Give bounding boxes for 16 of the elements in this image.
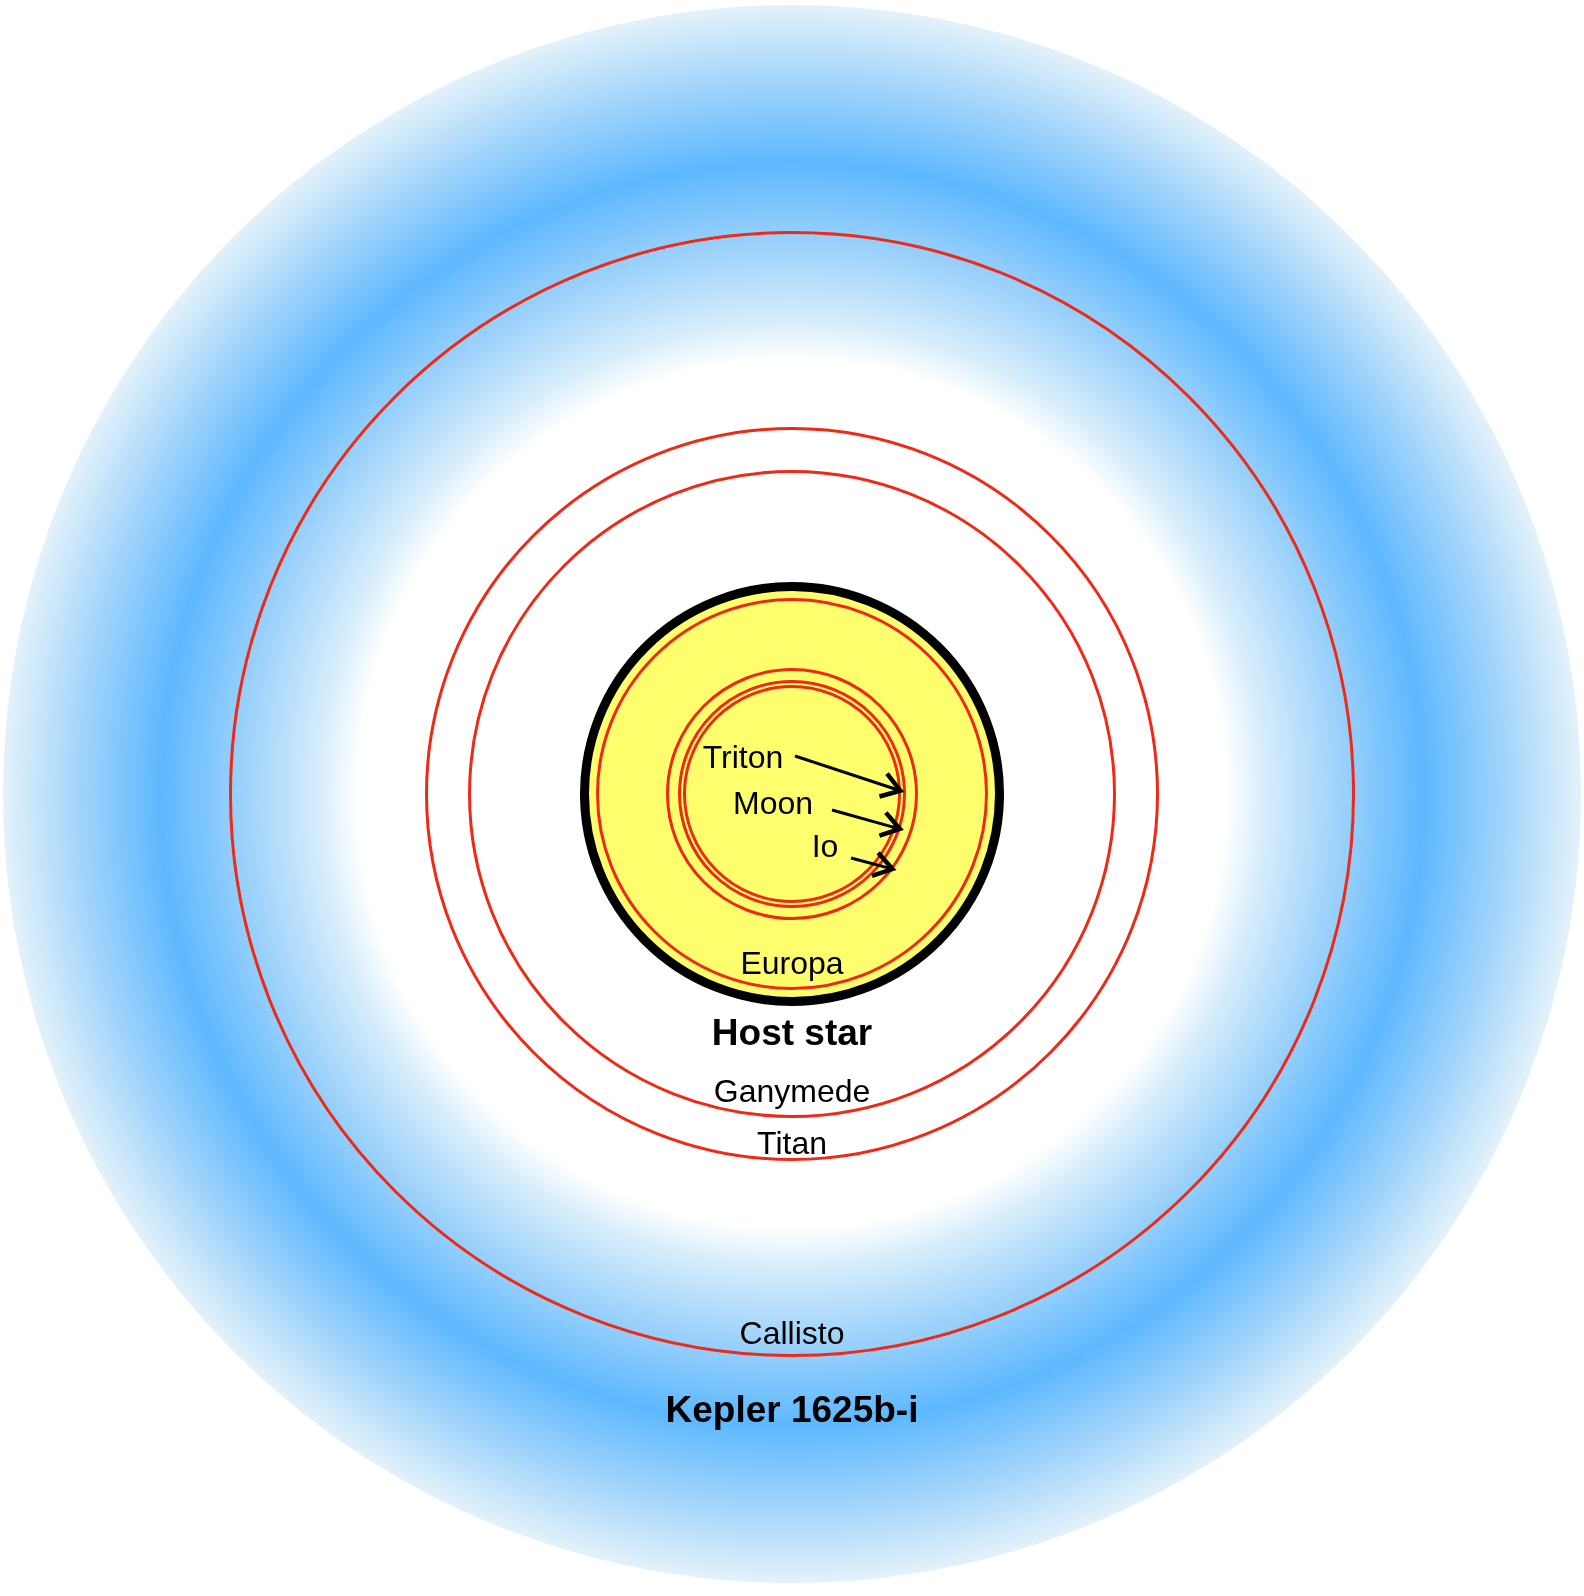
orbit-circle	[229, 231, 1355, 1357]
moon-label: Io	[811, 829, 839, 865]
star-label: Host star	[711, 1012, 873, 1054]
orbit-circle	[468, 470, 1116, 1118]
orbit-label: Titan	[757, 1126, 827, 1162]
moon-label: Triton	[702, 740, 784, 776]
arrow	[794, 754, 903, 799]
orbit-circle	[666, 668, 918, 920]
orbit-label: Callisto	[739, 1316, 845, 1352]
arrow	[831, 808, 903, 838]
arrow	[850, 850, 895, 879]
moon-label: Moon	[733, 786, 813, 822]
orbit-label: Europa	[740, 946, 844, 982]
planet-label: Kepler 1625b-i	[665, 1389, 919, 1431]
orbit-circle	[425, 427, 1159, 1161]
orbit-label: Ganymede	[713, 1074, 871, 1110]
